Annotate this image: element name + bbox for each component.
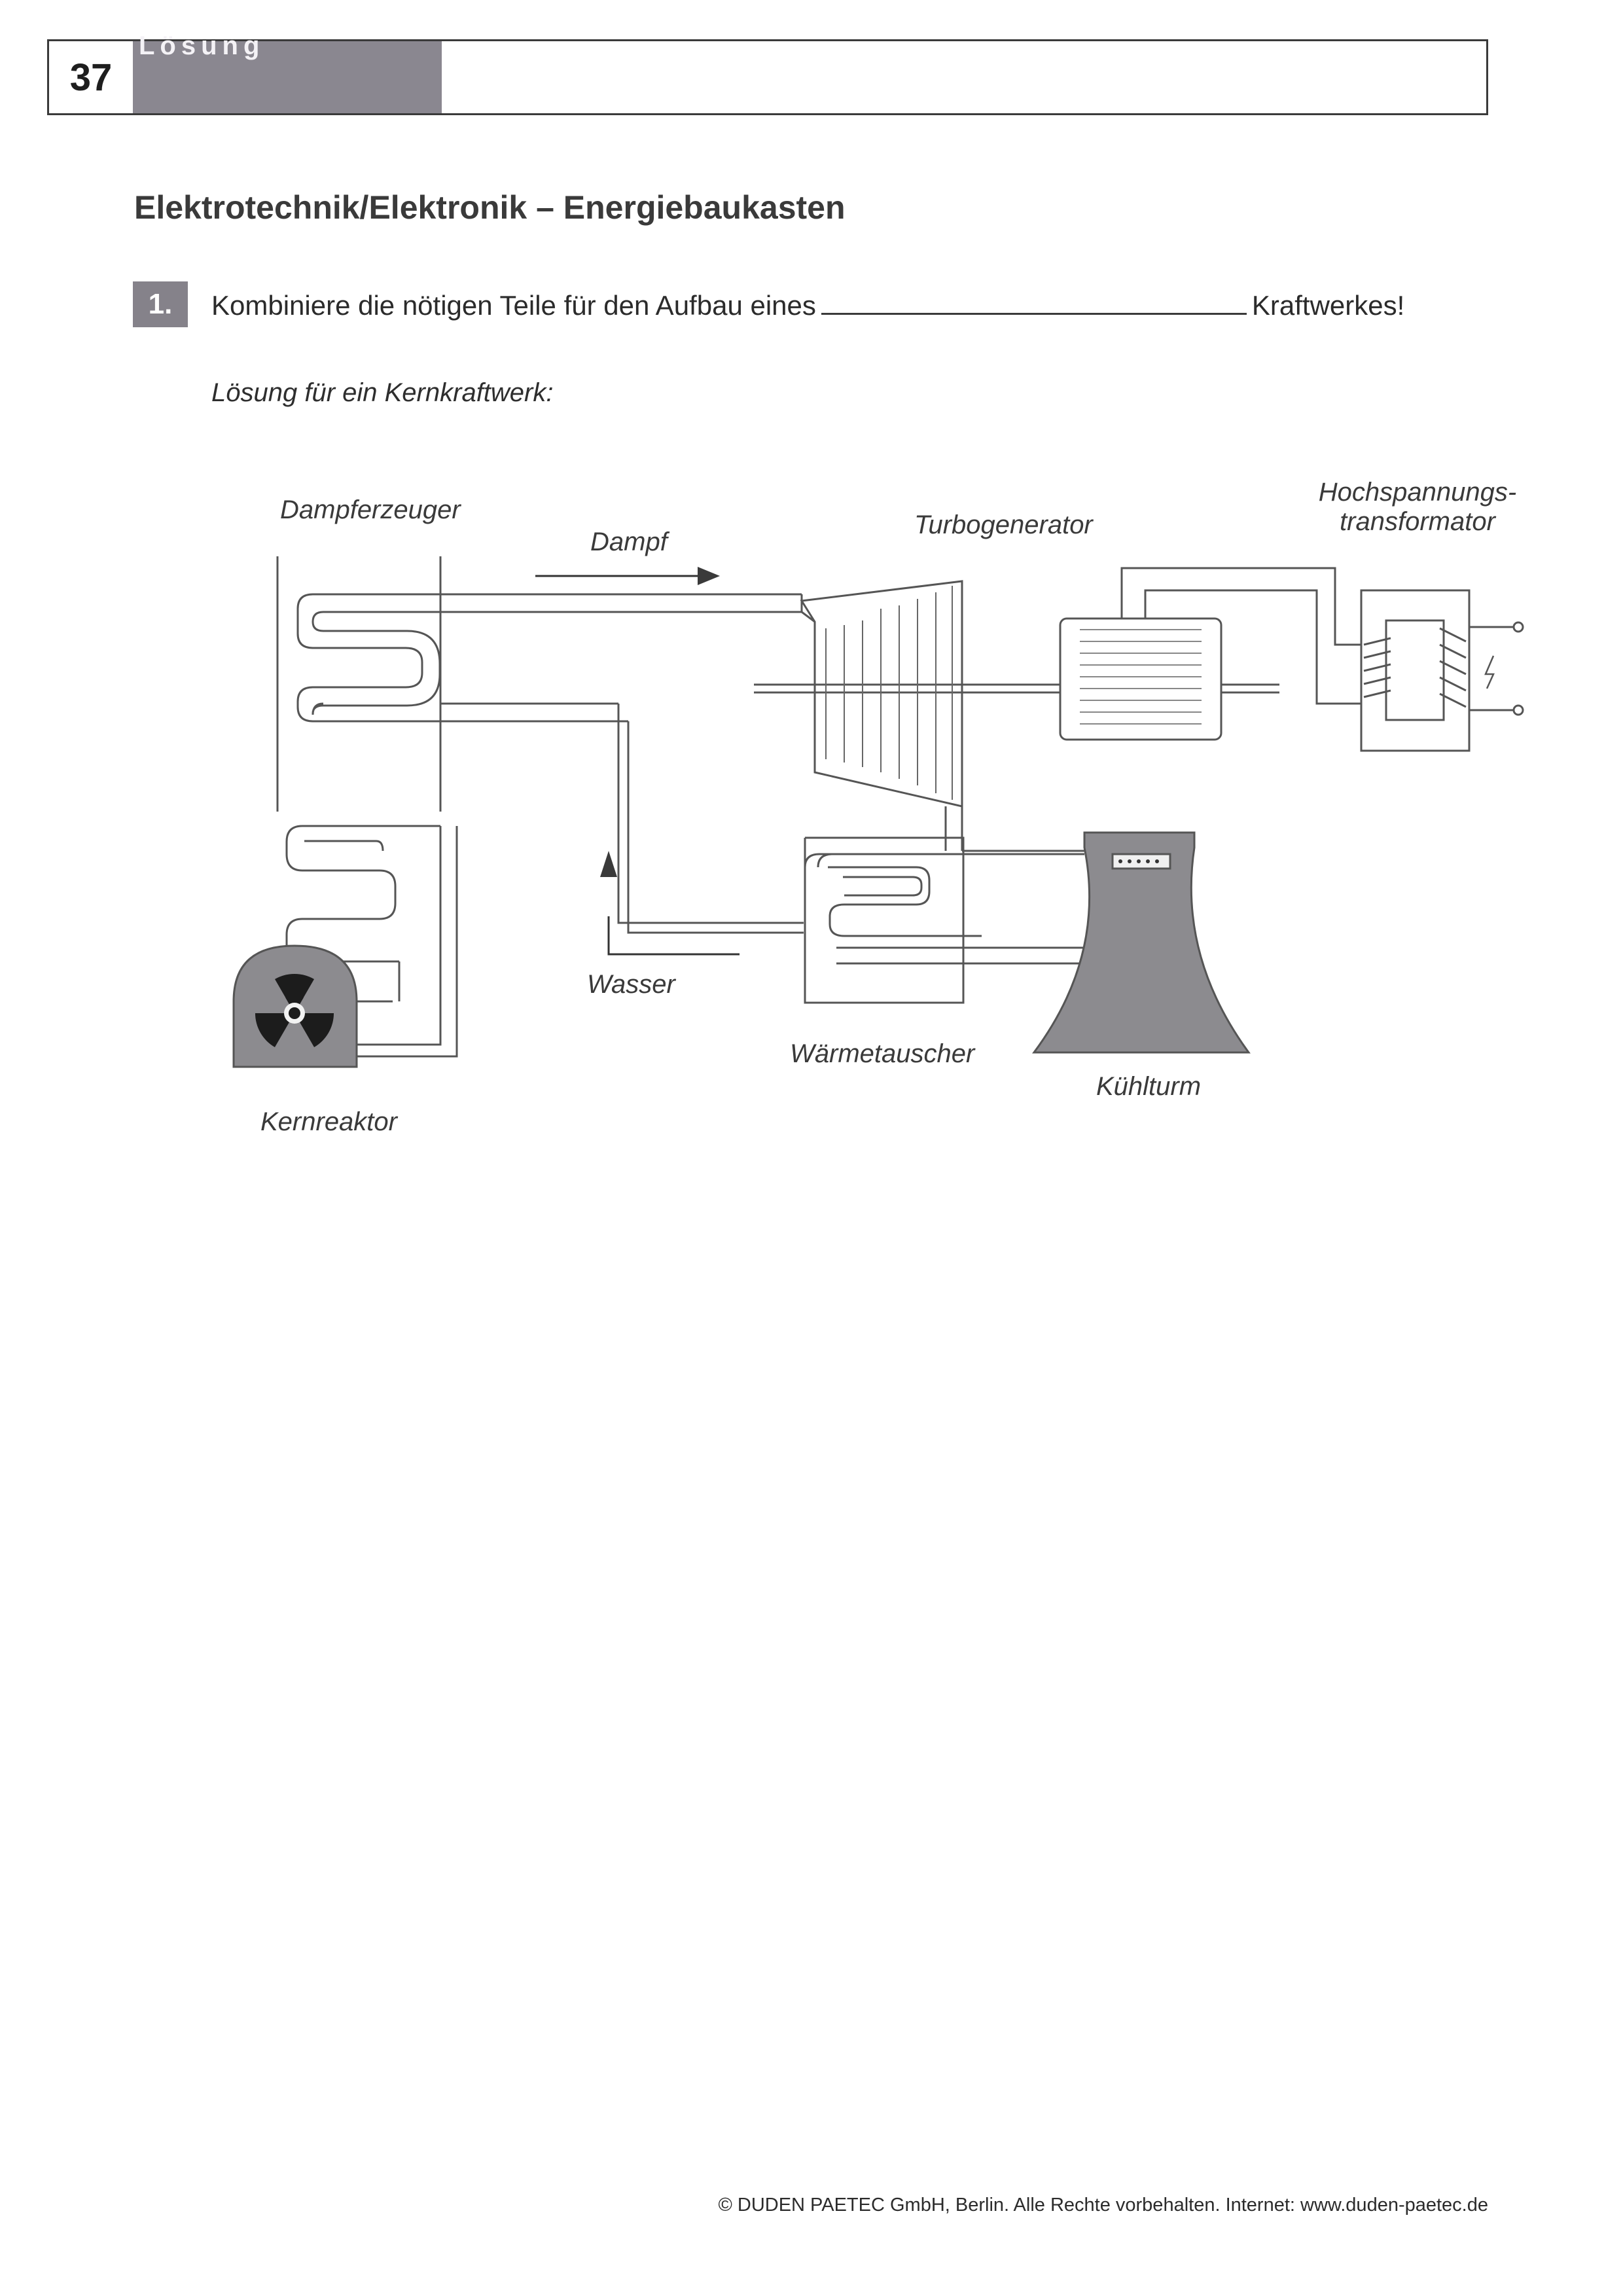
hx-coil-outer — [817, 853, 982, 937]
label-dampferzeuger: Dampferzeuger — [280, 495, 461, 524]
page-title: Elektrotechnik/Elektronik – Energiebauka… — [134, 189, 846, 226]
reactor-return-outer-2 — [357, 826, 458, 1058]
heat-exchanger-vessel — [804, 836, 965, 1004]
reactor-return-outer — [352, 826, 442, 1046]
page-number: 37 — [69, 56, 113, 99]
reactor-core — [232, 944, 358, 1068]
reactor-coil-inner — [304, 840, 384, 852]
cooling-tower — [1032, 831, 1251, 1054]
header-tab — [133, 41, 442, 113]
radiation-icon — [255, 973, 334, 1047]
steam-generator-coil-outer — [296, 593, 802, 723]
hx-coil-inner — [843, 876, 923, 897]
task-text: Kombiniere die nötigen Teile für den Auf… — [211, 284, 1404, 321]
hx-coil-top — [804, 853, 1084, 868]
arrow-right-icon — [698, 567, 720, 585]
label-kuehlturm: Kühlturm — [1096, 1072, 1202, 1101]
task-text-before: Kombiniere die nötigen Teile für den Auf… — [211, 290, 816, 321]
label-wasser: Wasser — [587, 970, 675, 999]
transformer-body — [1360, 589, 1471, 752]
solution-intro: Lösung für ein Kernkraftwerk: — [211, 378, 554, 407]
label-dampf: Dampf — [590, 528, 668, 556]
terminal-1 — [1512, 621, 1524, 633]
lightning-icon — [1484, 655, 1495, 689]
label-turbogenerator: Turbogenerator — [914, 511, 1093, 539]
generator-body — [1059, 617, 1222, 741]
label-hochspannungstransformator: Hochspannungs- transformator — [1313, 478, 1522, 537]
label-hochspannung-line1: Hochspannungs- — [1318, 478, 1517, 507]
label-hochspannung-line2: transformator — [1340, 507, 1495, 536]
label-waermetauscher: Wärmetauscher — [790, 1039, 975, 1068]
page-header: 37 — [47, 39, 1488, 115]
label-kernreaktor: Kernreaktor — [260, 1107, 397, 1136]
feedwater-pipe-inner — [627, 721, 804, 934]
task-text-after: Kraftwerkes! — [1251, 290, 1405, 321]
header-tab-label: Lösung — [139, 31, 265, 60]
turbine-housing — [800, 580, 963, 808]
cooling-tower-vent — [1111, 853, 1171, 870]
generator-lead-2 — [1144, 589, 1361, 705]
task-answer-blank[interactable] — [821, 284, 1247, 315]
copyright-footer: © DUDEN PAETEC GmbH, Berlin. Alle Rechte… — [718, 2195, 1488, 2215]
task-number-badge: 1. — [133, 281, 188, 327]
transformer-window — [1385, 619, 1445, 721]
terminal-2 — [1512, 704, 1524, 716]
feedwater-pipe-outer — [617, 704, 804, 924]
generator-lead-1 — [1120, 567, 1361, 646]
turbine-inlet-join — [801, 611, 815, 623]
power-plant-diagram — [232, 556, 1524, 1068]
reactor-coil-outer — [285, 825, 440, 963]
arrow-up-icon — [600, 851, 617, 877]
wasser-pointer-line — [607, 916, 740, 956]
steam-generator-coil-inner — [312, 611, 802, 715]
